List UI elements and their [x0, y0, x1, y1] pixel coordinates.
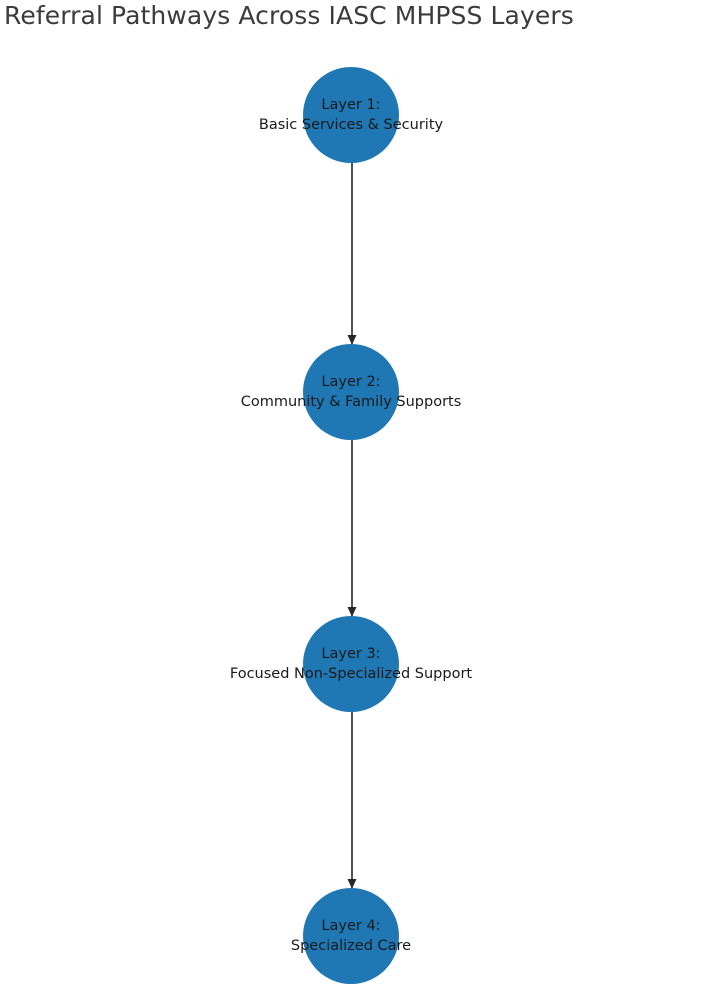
- page-title: Referral Pathways Across IASC MHPSS Laye…: [4, 1, 574, 30]
- node-circle[interactable]: [303, 67, 399, 163]
- node-circle[interactable]: [303, 888, 399, 984]
- node-circle[interactable]: [303, 616, 399, 712]
- node-circle[interactable]: [303, 344, 399, 440]
